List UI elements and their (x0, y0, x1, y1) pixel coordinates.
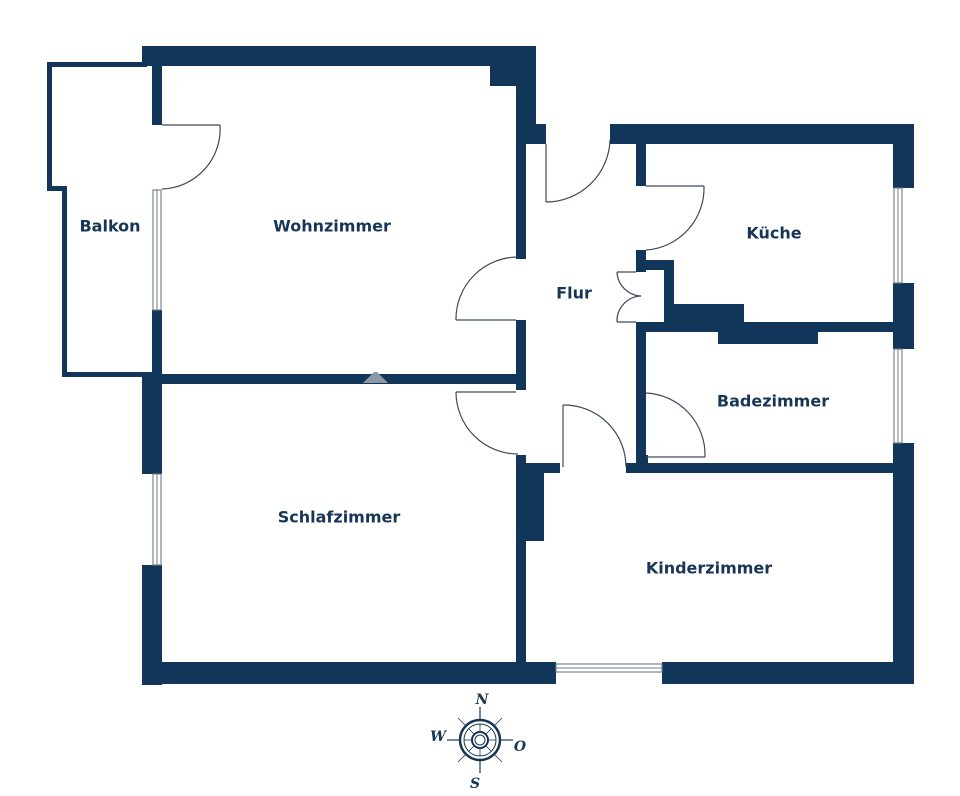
compass-rose-icon: N S W O (430, 692, 527, 792)
hatch-marker (363, 372, 388, 383)
windows (152, 187, 903, 673)
room-label-kueche: Küche (746, 223, 802, 243)
balcony-railing (47, 62, 154, 377)
room-label-kinderzimmer: Kinderzimmer (645, 558, 773, 578)
compass-south: S (470, 776, 480, 792)
room-label-flur: Flur (556, 283, 592, 303)
compass-north: N (475, 692, 490, 708)
room-label-balkon: Balkon (79, 216, 141, 236)
compass-east: O (514, 739, 527, 755)
compass-west: W (430, 729, 447, 745)
walls (142, 46, 914, 685)
room-label-wohnzimmer: Wohnzimmer (273, 216, 391, 236)
room-label-schlafzimmer: Schlafzimmer (277, 507, 401, 527)
doors (161, 124, 706, 468)
room-label-badezimmer: Badezimmer (716, 391, 830, 411)
